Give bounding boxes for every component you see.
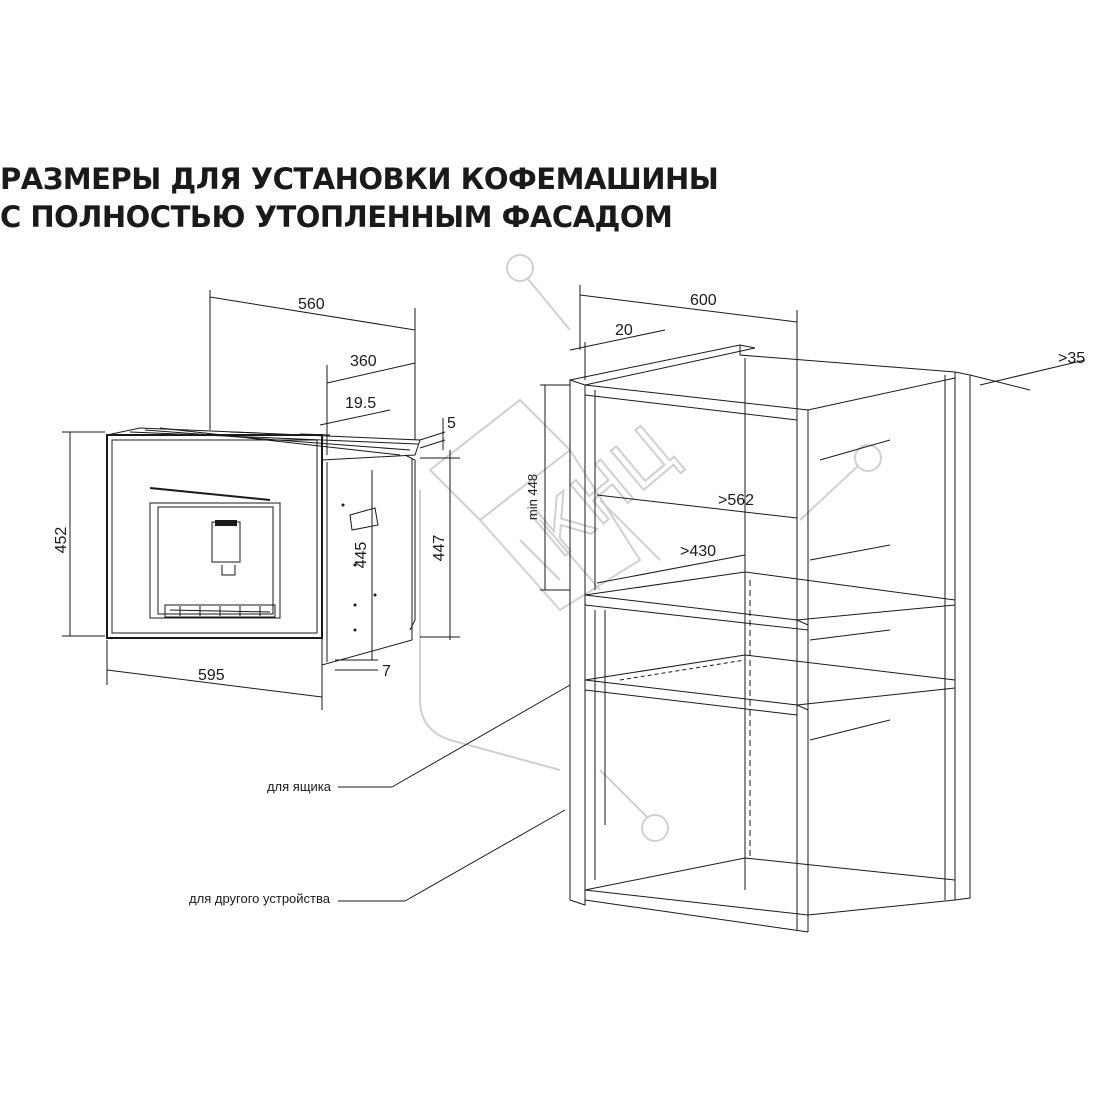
watermark-text: КНЦ bbox=[518, 409, 691, 573]
dim-gt35: >35 bbox=[1058, 350, 1085, 367]
dim-447: 447 bbox=[431, 535, 448, 562]
dim-595: 595 bbox=[198, 667, 225, 684]
dim-gt430: >430 bbox=[680, 543, 716, 560]
dim-560: 560 bbox=[298, 296, 325, 313]
callouts: для ящика для другого устройства bbox=[189, 684, 571, 906]
dim-5: 5 bbox=[447, 415, 456, 432]
coffee-machine-drawing bbox=[106, 427, 421, 666]
cabinet-drawing bbox=[569, 344, 971, 933]
page-title: РАЗМЕРЫ ДЛЯ УСТАНОВКИ КОФЕМАШИНЫ С ПОЛНО… bbox=[0, 160, 719, 236]
cabinet-dimensions: 600 20 >35 min 448 >562 >430 bbox=[525, 285, 1085, 591]
dim-600: 600 bbox=[690, 292, 717, 309]
dim-360: 360 bbox=[350, 353, 377, 370]
dim-445: 445 bbox=[353, 542, 370, 569]
dim-7: 7 bbox=[382, 663, 391, 680]
dim-20: 20 bbox=[615, 322, 633, 339]
title-line-2: С ПОЛНОСТЬЮ УТОПЛЕННЫМ ФАСАДОМ bbox=[0, 200, 673, 234]
label-drawer: для ящика bbox=[267, 779, 332, 794]
machine-dimensions: 560 360 19.5 5 452 445 447 7 595 bbox=[53, 290, 460, 710]
label-other-device: для другого устройства bbox=[189, 891, 331, 906]
dim-gt562: >562 bbox=[718, 492, 754, 509]
dim-19-5: 19.5 bbox=[345, 395, 376, 412]
title-line-1: РАЗМЕРЫ ДЛЯ УСТАНОВКИ КОФЕМАШИНЫ bbox=[0, 162, 719, 196]
dim-min448: min 448 bbox=[525, 474, 540, 520]
watermark: КНЦ bbox=[419, 254, 882, 842]
dim-452: 452 bbox=[53, 527, 70, 554]
